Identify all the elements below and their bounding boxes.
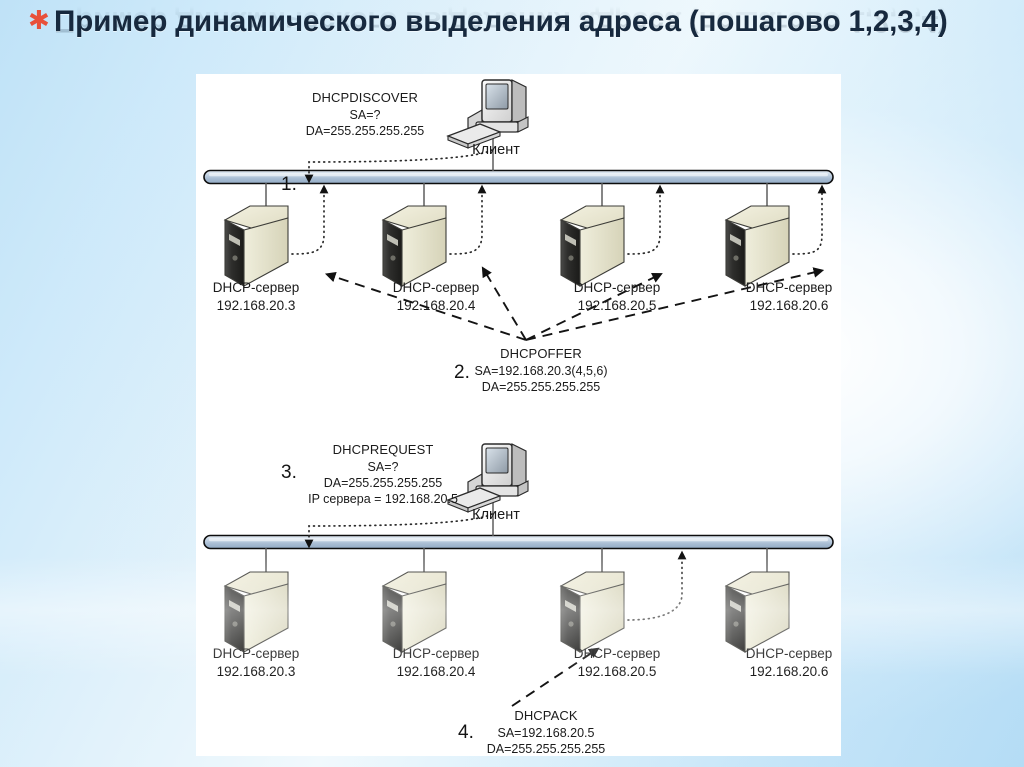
client-label-bottom: Клиент — [472, 507, 520, 523]
page-title: Пример динамического выделения адреса (п… — [54, 2, 1020, 64]
flow-server1-to-bus-top — [291, 184, 329, 255]
flow-dhcpoffer-group — [324, 266, 825, 341]
server-icon-bottom-1 — [223, 571, 289, 653]
network-diagram-graphic — [203, 79, 834, 707]
client-label-top: Клиент — [472, 142, 520, 158]
message-dhcpack-title: DHCPACK — [514, 708, 578, 723]
message-dhcpoffer-line-2: DA=255.255.255.255 — [481, 380, 601, 395]
server-ip-bottom-4: 192.168.20.6 — [749, 663, 829, 679]
server-name-bottom-2: DHCP-сервер — [392, 646, 480, 661]
server-label-top-3: DHCP-сервер 192.168.20.5 — [574, 279, 661, 315]
server-name-bottom-4: DHCP-сервер — [745, 646, 833, 661]
step-number-2: 2. — [454, 362, 470, 383]
server-label-bottom-4: DHCP-сервер 192.168.20.6 — [746, 645, 833, 681]
server-ip-bottom-2: 192.168.20.4 — [396, 663, 476, 679]
step-number-1: 1. — [281, 174, 297, 195]
flow-offer-to-server3 — [525, 273, 663, 341]
server-label-top-1: DHCP-сервер 192.168.20.3 — [213, 279, 300, 315]
server-icon-bottom-3 — [559, 571, 625, 653]
server-name-top-1: DHCP-сервер — [212, 280, 300, 295]
server-name-bottom-3: DHCP-сервер — [573, 646, 661, 661]
message-dhcpdiscover: DHCPDISCOVER SA=? DA=255.255.255.255 — [306, 90, 425, 139]
message-dhcpack-line-2: DA=255.255.255.255 — [486, 742, 606, 757]
message-dhcpoffer-line-1: SA=192.168.20.3(4,5,6) — [474, 363, 608, 378]
server-label-top-4: DHCP-сервер 192.168.20.6 — [746, 279, 833, 315]
network-bus-top — [203, 169, 834, 185]
diagram-panel: 1. DHCPDISCOVER SA=? DA=255.255.255.255 … — [196, 74, 841, 756]
server-icon-top-4 — [724, 205, 790, 287]
message-dhcpdiscover-title: DHCPDISCOVER — [312, 90, 418, 105]
server-ip-top-4: 192.168.20.6 — [749, 297, 829, 313]
server-ip-bottom-1: 192.168.20.3 — [216, 663, 296, 679]
bus-drop-lines-top — [265, 183, 768, 208]
server-ip-top-1: 192.168.20.3 — [216, 297, 296, 313]
server-ip-top-3: 192.168.20.5 — [577, 297, 657, 313]
flow-server4-to-bus-top — [792, 184, 827, 255]
server-icon-top-2 — [381, 205, 447, 287]
message-dhcpack: DHCPACK SA=192.168.20.5 DA=255.255.255.2… — [487, 708, 606, 757]
server-name-top-3: DHCP-сервер — [573, 280, 661, 295]
slide-title-row: ✱ Пример динамического выделения адреса … — [0, 2, 1024, 64]
slide-title-text: Пример динамического выделения адреса (п… — [54, 5, 948, 38]
message-dhcprequest-title: DHCPREQUEST — [332, 442, 434, 457]
message-dhcprequest-line-2: DA=255.255.255.255 — [323, 476, 443, 491]
flow-server3-to-bus-bottom — [627, 550, 687, 621]
message-dhcpoffer: DHCPOFFER SA=192.168.20.3(4,5,6) DA=255.… — [474, 346, 607, 395]
flow-offer-to-server2 — [481, 266, 527, 341]
message-dhcpoffer-title: DHCPOFFER — [500, 346, 582, 361]
network-bus-bottom — [203, 534, 834, 550]
step-number-4: 4. — [458, 722, 474, 743]
client-computer-icon-bottom — [446, 443, 529, 513]
message-dhcpdiscover-line-2: DA=255.255.255.255 — [305, 124, 425, 139]
server-name-bottom-1: DHCP-сервер — [212, 646, 300, 661]
server-ip-bottom-3: 192.168.20.5 — [577, 663, 657, 679]
message-dhcprequest: DHCPREQUEST SA=? DA=255.255.255.255 IP с… — [308, 442, 458, 508]
bus-drop-lines-bottom — [265, 548, 768, 574]
message-dhcprequest-line-3: IP сервера = 192.168.20.5 — [308, 492, 458, 507]
server-icon-bottom-2 — [381, 571, 447, 653]
server-label-top-2: DHCP-сервер 192.168.20.4 — [393, 279, 480, 315]
message-dhcpdiscover-line-1: SA=? — [349, 107, 381, 122]
server-icon-top-3 — [559, 205, 625, 287]
flow-server2-to-bus-top — [449, 184, 487, 255]
server-label-bottom-1: DHCP-сервер 192.168.20.3 — [213, 645, 300, 681]
flow-offer-to-server1 — [324, 271, 527, 341]
server-label-bottom-2: DHCP-сервер 192.168.20.4 — [393, 645, 480, 681]
server-icon-top-1 — [223, 205, 289, 287]
flow-server3-to-bus-top — [627, 184, 665, 255]
message-dhcpack-line-1: SA=192.168.20.5 — [497, 725, 595, 740]
client-computer-icon-top — [446, 79, 529, 149]
server-name-top-2: DHCP-сервер — [392, 280, 480, 295]
message-dhcprequest-line-1: SA=? — [367, 459, 399, 474]
server-icon-bottom-4 — [724, 571, 790, 653]
server-name-top-4: DHCP-сервер — [745, 280, 833, 295]
flow-dhcprequest-bottom — [304, 513, 493, 549]
step-number-3: 3. — [281, 462, 297, 483]
server-label-bottom-3: DHCP-сервер 192.168.20.5 — [574, 645, 661, 681]
server-ip-top-2: 192.168.20.4 — [396, 297, 476, 313]
asterisk-icon: ✱ — [28, 6, 50, 36]
flow-dhcpdiscover-top — [304, 149, 493, 184]
